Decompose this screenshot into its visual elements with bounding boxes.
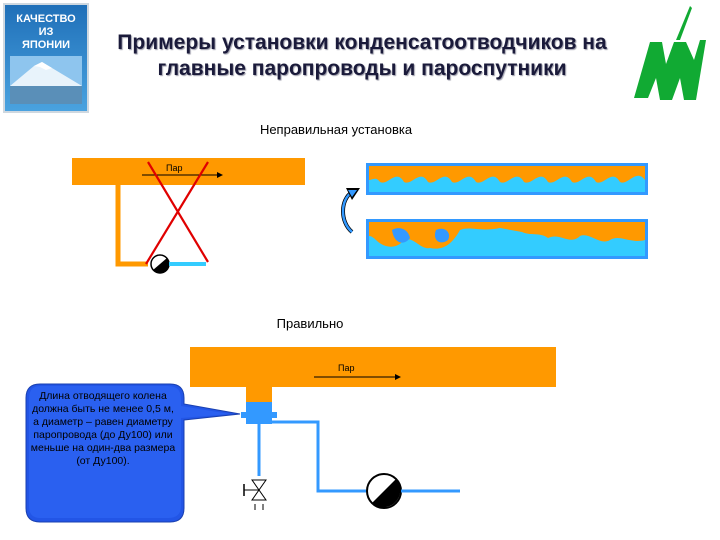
- correct-installation-diagram: [190, 347, 556, 510]
- drain-pipe: [115, 185, 148, 267]
- drip-leg: [246, 402, 272, 412]
- mountain-logo-icon: [10, 56, 82, 104]
- steam-label-correct: Пар: [338, 363, 355, 373]
- water-hammer-pipe-lower: [366, 219, 648, 259]
- title-line-2: главные паропроводы и пароспутники: [157, 57, 567, 80]
- drip-leg-lower: [246, 418, 272, 424]
- cross-mark-icon: [145, 161, 209, 265]
- logo-line-1: КАЧЕСТВО: [16, 13, 76, 25]
- callout-text: Длина отводящего колена должна быть не м…: [30, 390, 176, 467]
- steam-label-wrong: Пар: [166, 163, 183, 173]
- brand-logo-icon: [634, 6, 706, 100]
- logo-line-2: ИЗ: [39, 26, 54, 38]
- page-title: Примеры установки конденсатоотводчиков н…: [92, 30, 632, 82]
- steam-trap-icon-correct: [366, 473, 402, 509]
- water-hammer-pipe-upper: [366, 163, 648, 195]
- title-line-1: Примеры установки конденсатоотводчиков н…: [117, 31, 607, 54]
- logo-line-3: ЯПОНИИ: [22, 39, 70, 51]
- steam-main-pipe-correct: [190, 347, 556, 402]
- logo-badge: КАЧЕСТВО ИЗ ЯПОНИИ: [3, 3, 89, 113]
- steam-main-pipe: [72, 158, 305, 185]
- steam-trap-icon: [150, 254, 170, 274]
- correct-installation-title: Правильно: [276, 316, 344, 331]
- flip-arrow-icon: [341, 188, 360, 234]
- wrong-installation-diagram: [72, 158, 648, 274]
- valve-icon: [243, 479, 267, 510]
- wrong-installation-title: Неправильная установка: [259, 122, 413, 137]
- trap-branch-pipe: [272, 420, 366, 493]
- drip-leg-pocket: [241, 412, 277, 418]
- logo-frame: [3, 3, 89, 114]
